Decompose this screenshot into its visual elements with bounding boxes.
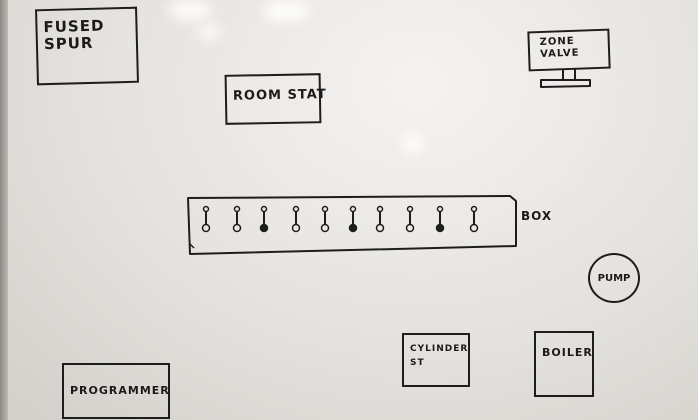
cylinder-st-box: CYLINDER ST xyxy=(402,333,470,387)
boiler-box: BOILER xyxy=(534,331,594,397)
whiteboard-frame-edge xyxy=(0,0,8,420)
terminal-group xyxy=(201,205,479,233)
zone-valve-stem xyxy=(540,69,591,88)
pump-label: PUMP xyxy=(597,272,631,284)
terminal-marker xyxy=(375,205,385,233)
terminal-marker xyxy=(232,205,242,233)
programmer-box: PROGRAMMER xyxy=(62,363,170,419)
terminal-marker xyxy=(405,205,415,233)
terminal-marker xyxy=(291,205,301,233)
box-label: BOX xyxy=(521,209,553,223)
junction-box-tick xyxy=(189,243,195,249)
light-glare xyxy=(262,0,310,22)
light-glare xyxy=(197,25,221,39)
light-glare xyxy=(168,0,212,20)
cylinder-st-label: CYLINDER ST xyxy=(410,344,469,369)
terminal-marker xyxy=(320,205,330,233)
terminal-marker xyxy=(348,205,358,233)
terminal-marker xyxy=(435,205,445,233)
terminal-marker xyxy=(469,205,479,233)
boiler-label: BOILER xyxy=(542,346,593,359)
programmer-label: PROGRAMMER xyxy=(70,384,170,397)
light-glare xyxy=(402,133,424,153)
terminal-marker xyxy=(201,205,211,233)
pump-circle: PUMP xyxy=(588,253,640,303)
terminal-marker xyxy=(259,205,269,233)
